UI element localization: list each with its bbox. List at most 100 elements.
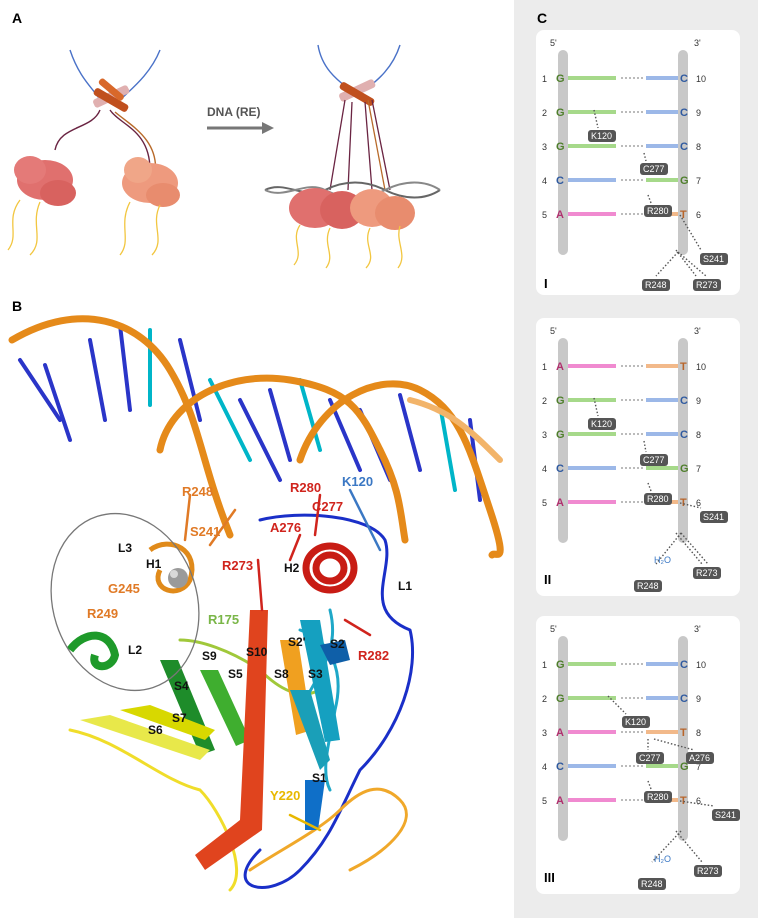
residue-tag-label: C277 — [639, 753, 661, 763]
base-bar-right — [646, 364, 678, 368]
base-bar-left — [568, 500, 616, 504]
position-number: 6 — [696, 210, 701, 220]
base-left: A — [556, 497, 564, 509]
base-left: G — [556, 693, 565, 705]
label-s7: S7 — [172, 711, 187, 725]
position-number: 10 — [696, 74, 706, 84]
strand-5prime-label: 5' — [550, 326, 557, 336]
position-number: 6 — [696, 498, 701, 508]
dna-backbone — [12, 319, 500, 555]
base-bar-right — [646, 398, 678, 402]
base-right: G — [680, 175, 689, 187]
base-bar-left — [568, 110, 616, 114]
strand-3prime-label: 3' — [694, 624, 701, 634]
base-left: C — [556, 761, 564, 773]
base-bar-right — [646, 432, 678, 436]
base-left: A — [556, 209, 564, 221]
base-bar-left — [568, 764, 616, 768]
residue-tag-label: R248 — [645, 280, 667, 290]
residue-tag-label: C277 — [643, 164, 665, 174]
position-number: 5 — [542, 498, 547, 508]
base-left: G — [556, 395, 565, 407]
position-number: 1 — [542, 362, 547, 372]
position-number: 4 — [542, 762, 547, 772]
residue-tag-label: R280 — [647, 206, 669, 216]
position-number: 2 — [542, 108, 547, 118]
position-number: 3 — [542, 430, 547, 440]
position-number: 4 — [542, 176, 547, 186]
arrow-label: DNA (RE) — [207, 105, 261, 119]
label-l2: L2 — [128, 643, 142, 657]
position-number: 10 — [696, 362, 706, 372]
base-left: G — [556, 107, 565, 119]
residue-tag-label: S241 — [703, 512, 724, 522]
base-bar-right — [646, 178, 678, 182]
label-h2: H2 — [284, 561, 300, 575]
label-s5: S5 — [228, 667, 243, 681]
base-bar-left — [568, 466, 616, 470]
interaction-line — [648, 483, 651, 491]
base-left: A — [556, 795, 564, 807]
residue-tag-label: S241 — [703, 254, 724, 264]
position-number: 8 — [696, 142, 701, 152]
dna-bound-p53-dimer — [265, 45, 440, 268]
base-right: C — [680, 659, 688, 671]
base-bar-right — [646, 110, 678, 114]
label-s3: S3 — [308, 667, 323, 681]
position-number: 8 — [696, 430, 701, 440]
card-iii: 5'3'1GC102GC93AT84CG75AT6K120C277A276R28… — [536, 616, 740, 894]
dna-binding-domain-icon — [122, 157, 180, 207]
base-left: C — [556, 175, 564, 187]
panel-b-structure: R248S241G245R249R280C277A276R273R282K120… — [0, 310, 510, 910]
label-s241: S241 — [190, 524, 220, 539]
water-label: H₂O — [654, 854, 671, 864]
card-ii: 5'3'1AT102GC93GC84CG75AT6K120C277R280S24… — [536, 318, 740, 596]
base-left: A — [556, 361, 564, 373]
unbound-p53-dimer — [8, 50, 180, 255]
position-number: 2 — [542, 396, 547, 406]
interaction-line — [644, 441, 646, 452]
variant-label: II — [544, 572, 551, 587]
base-bar-left — [568, 178, 616, 182]
label-s2: S2 — [330, 637, 345, 651]
label-g245: G245 — [108, 581, 140, 596]
base-bar-right — [646, 466, 678, 470]
base-bar-left — [568, 364, 616, 368]
base-right: T — [680, 209, 687, 221]
label-l3: L3 — [118, 541, 132, 555]
base-bar-right — [646, 696, 678, 700]
residue-tag-label: A276 — [689, 753, 710, 763]
base-right: C — [680, 429, 688, 441]
label-a276: A276 — [270, 520, 301, 535]
residue-tag-label: R273 — [696, 568, 718, 578]
label-r273: R273 — [222, 558, 253, 573]
dna-binding-domain-icon — [14, 156, 76, 206]
label-h1: H1 — [146, 557, 162, 571]
residue-tag-label: R248 — [637, 581, 659, 591]
label-s4: S4 — [174, 679, 189, 693]
position-number: 9 — [696, 694, 701, 704]
zinc-ion-icon — [168, 568, 188, 588]
variant-label: I — [544, 276, 548, 291]
base-left: G — [556, 141, 565, 153]
position-number: 7 — [696, 464, 701, 474]
position-number: 7 — [696, 176, 701, 186]
water-label: H₂O — [654, 555, 671, 565]
position-number: 9 — [696, 396, 701, 406]
strand-5prime-label: 5' — [550, 38, 557, 48]
base-right: C — [680, 693, 688, 705]
tetramerization-domain-icon — [92, 77, 130, 113]
panel-a-label: A — [12, 10, 22, 26]
label-s2p: S2' — [288, 635, 306, 649]
tetramerization-domain-icon — [338, 78, 376, 107]
base-right: T — [680, 727, 687, 739]
dna-base-sticks — [20, 325, 480, 500]
panel-c-label: C — [537, 10, 547, 26]
helix-h2 — [306, 546, 354, 590]
label-r282: R282 — [358, 648, 389, 663]
position-number: 10 — [696, 660, 706, 670]
label-c277: C277 — [312, 499, 343, 514]
residue-tag-label: K120 — [591, 419, 612, 429]
residue-tag-label: K120 — [625, 717, 646, 727]
label-r280: R280 — [290, 480, 321, 495]
